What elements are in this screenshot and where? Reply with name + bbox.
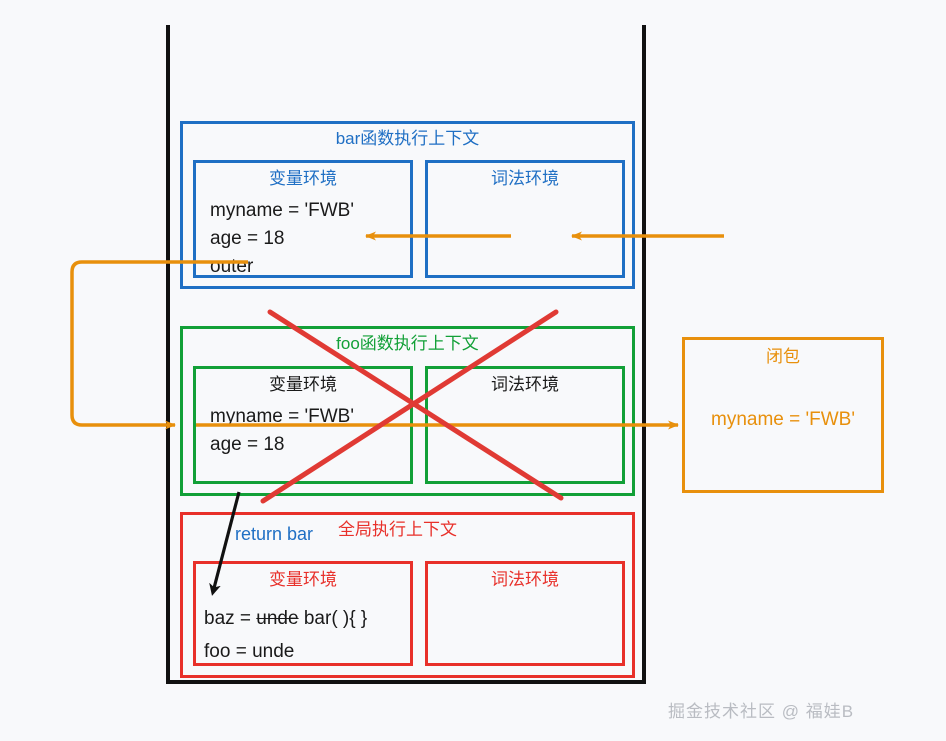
env-line: myname = 'FWB': [210, 406, 354, 427]
context-global-variable-env: 变量环境 baz = unde bar( ){ } foo = unde: [193, 561, 413, 666]
variable-env-lines: myname = 'FWB' age = 18 outer: [210, 197, 354, 281]
lexical-env-title: 词法环境: [491, 375, 559, 394]
variable-env-lines: baz = unde bar( ){ } foo = unde: [204, 602, 367, 668]
lexical-env-title: 词法环境: [491, 169, 559, 188]
baz-suffix: bar( ){ }: [298, 608, 368, 629]
watermark: 掘金技术社区 @ 福娃B: [668, 702, 855, 721]
context-foo-variable-env: 变量环境 myname = 'FWB' age = 18: [193, 366, 413, 484]
context-global: return bar 全局执行上下文 变量环境 baz = unde bar( …: [180, 512, 635, 678]
lexical-env-title: 词法环境: [491, 570, 559, 589]
baz-prefix: baz =: [204, 608, 257, 629]
variable-env-title: 变量环境: [269, 169, 337, 188]
context-foo-lexical-env: 词法环境: [425, 366, 625, 484]
variable-env-title: 变量环境: [269, 375, 337, 394]
baz-struck-value: unde: [256, 608, 299, 629]
context-foo-title: foo函数执行上下文: [336, 334, 479, 353]
context-bar: bar函数执行上下文 变量环境 myname = 'FWB' age = 18 …: [180, 121, 635, 289]
context-bar-title: bar函数执行上下文: [335, 129, 480, 148]
closure-title: 闭包: [766, 347, 800, 366]
context-global-title: 全局执行上下文: [338, 520, 457, 539]
variable-env-lines: myname = 'FWB' age = 18: [210, 403, 354, 459]
env-line-outer: outer: [210, 256, 254, 277]
context-global-lexical-env: 词法环境: [425, 561, 625, 666]
env-line-baz: baz = unde bar( ){ }: [204, 602, 367, 635]
context-foo: foo函数执行上下文 变量环境 myname = 'FWB' age = 18 …: [180, 326, 635, 496]
context-bar-variable-env: 变量环境 myname = 'FWB' age = 18 outer: [193, 160, 413, 278]
env-line: age = 18: [210, 434, 285, 455]
env-line: age = 18: [210, 228, 285, 249]
env-line: myname = 'FWB': [210, 200, 354, 221]
closure-box: 闭包 myname = 'FWB': [682, 337, 884, 493]
variable-env-title: 变量环境: [269, 570, 337, 589]
return-bar-annotation: return bar: [235, 524, 314, 544]
closure-captured-variable: myname = 'FWB': [711, 409, 855, 430]
env-line-foo: foo = unde: [204, 641, 295, 662]
context-bar-lexical-env: 词法环境: [425, 160, 625, 278]
